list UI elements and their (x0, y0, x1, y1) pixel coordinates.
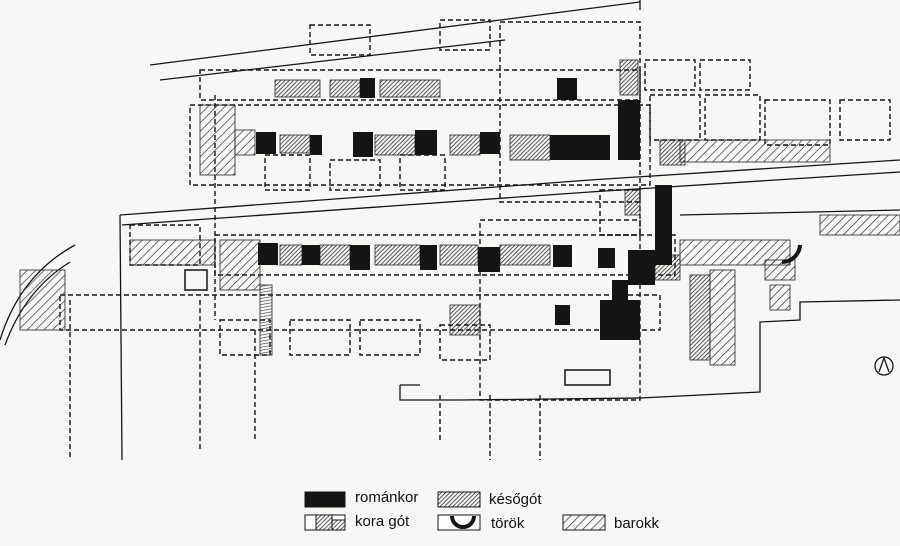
dashed-walls (59, 19, 891, 460)
legend-swatch-ottoman (437, 514, 481, 531)
late-gothic-areas (259, 59, 711, 361)
legend-swatches (304, 491, 606, 531)
romanesque-blocks (256, 78, 672, 340)
baroque-areas (19, 104, 900, 366)
north-arrow-icon (874, 356, 894, 376)
legend-swatch-early-gothic (304, 514, 346, 531)
legend-label-romanesque: románkor (355, 489, 419, 506)
legend-label-baroque: barokk (614, 515, 660, 532)
legend-label-ottoman: török (491, 515, 525, 532)
legend-swatch-baroque (562, 514, 606, 531)
legend-label-early-gothic: kora gót (355, 513, 410, 530)
ottoman-features (184, 244, 802, 386)
legend-swatch-romanesque (304, 491, 346, 508)
legend-swatch-late-gothic (437, 491, 481, 508)
legend-label-late-gothic: későgót (489, 491, 542, 508)
street-lines (0, 0, 900, 461)
